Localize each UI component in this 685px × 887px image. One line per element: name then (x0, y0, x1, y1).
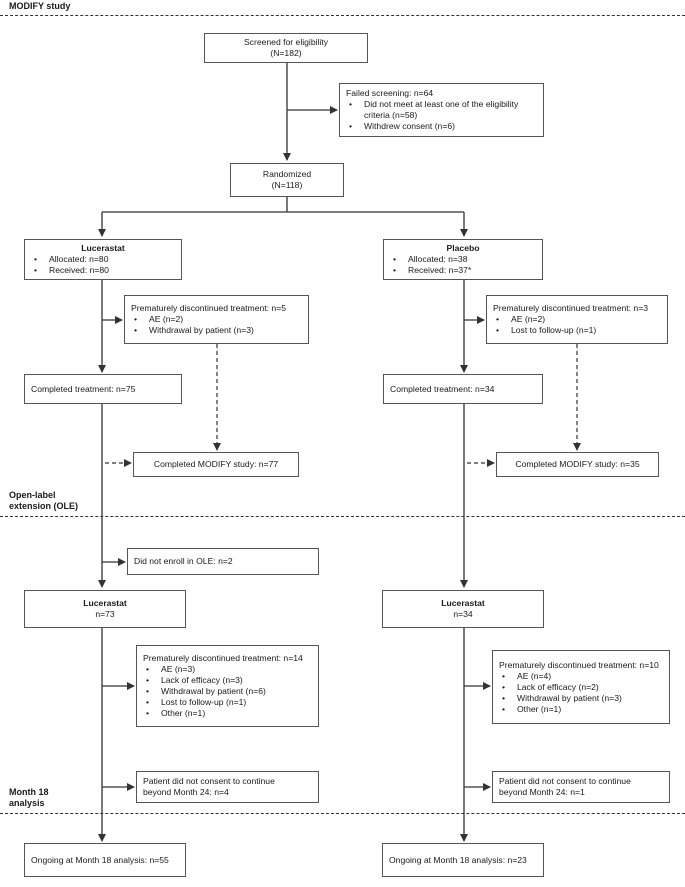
lucerastat-discontinued-list: AE (n=2) Withdrawal by patient (n=3) (131, 314, 302, 336)
lucerastat-discontinued-title: Prematurely discontinued treatment: n=5 (131, 303, 287, 313)
consent-right-line2: beyond Month 24: n=1 (499, 787, 585, 797)
ole-lucerastat-right-n: n=34 (453, 609, 473, 619)
placebo-arm-item: Received: n=37* (390, 265, 536, 276)
ole-discontinued-left-item: AE (n=3) (143, 664, 312, 675)
lucerastat-discontinued-item: Withdrawal by patient (n=3) (131, 325, 302, 336)
placebo-discontinued-list: AE (n=2) Lost to follow-up (n=1) (493, 314, 661, 336)
not-enroll-ole-box: Did not enroll in OLE: n=2 (127, 548, 319, 575)
lucerastat-completed-treatment: Completed treatment: n=75 (31, 383, 136, 394)
screened-line2: (N=182) (270, 48, 302, 58)
lucerastat-completed-treatment-box: Completed treatment: n=75 (24, 374, 182, 404)
placebo-arm-list: Allocated: n=38 Received: n=37* (390, 254, 536, 276)
screened-line1: Screened for eligibility (243, 37, 329, 47)
consent-right-box: Patient did not consent to continue beyo… (492, 771, 670, 803)
ole-discontinued-right-list: AE (n=4) Lack of efficacy (n=2) Withdraw… (499, 671, 663, 715)
consent-left-line1: Patient did not consent to continue (143, 776, 275, 786)
placebo-arm-title: Placebo (446, 243, 480, 253)
ole-discontinued-left-item: Lost to follow-up (n=1) (143, 697, 312, 708)
ole-discontinued-right-box: Prematurely discontinued treatment: n=10… (492, 650, 670, 724)
failed-list: Did not meet at least one of the eligibi… (346, 99, 537, 132)
divider-ole (0, 516, 685, 517)
placebo-discontinued-box: Prematurely discontinued treatment: n=3 … (486, 295, 668, 344)
not-enroll-ole: Did not enroll in OLE: n=2 (134, 556, 233, 566)
placebo-arm-item: Allocated: n=38 (390, 254, 536, 265)
placebo-completed-study: Completed MODIFY study: n=35 (515, 459, 640, 469)
ole-lucerastat-left-n: n=73 (95, 609, 115, 619)
section-label-modify: MODIFY study (9, 1, 71, 11)
ole-discontinued-right-item: Lack of efficacy (n=2) (499, 682, 663, 693)
failed-screening-box: Failed screening: n=64 Did not meet at l… (339, 83, 544, 137)
ole-lucerastat-left-box: Lucerastat n=73 (24, 590, 186, 628)
ongoing-left: Ongoing at Month 18 analysis: n=55 (31, 854, 169, 865)
screened-box: Screened for eligibility (N=182) (204, 33, 368, 63)
section-label-ole: Open-label extension (OLE) (9, 490, 78, 512)
divider-top (0, 15, 685, 16)
placebo-completed-treatment-box: Completed treatment: n=34 (383, 374, 543, 404)
placebo-discontinued-title: Prematurely discontinued treatment: n=3 (493, 303, 649, 313)
section-label-ole-line2: extension (OLE) (9, 501, 79, 511)
section-label-month18: Month 18 analysis (9, 787, 49, 809)
ole-lucerastat-right-box: Lucerastat n=34 (382, 590, 544, 628)
ole-discontinued-left-item: Lack of efficacy (n=3) (143, 675, 312, 686)
ongoing-right-box: Ongoing at Month 18 analysis: n=23 (382, 843, 544, 877)
lucerastat-completed-study-box: Completed MODIFY study: n=77 (133, 452, 299, 477)
ole-lucerastat-right-title: Lucerastat (441, 598, 485, 608)
ole-lucerastat-left-title: Lucerastat (83, 598, 127, 608)
ole-discontinued-right-item: AE (n=4) (499, 671, 663, 682)
lucerastat-arm-list: Allocated: n=80 Received: n=80 (31, 254, 175, 276)
lucerastat-discontinued-item: AE (n=2) (131, 314, 302, 325)
consent-left-line2: beyond Month 24: n=4 (143, 787, 229, 797)
ole-discontinued-left-box: Prematurely discontinued treatment: n=14… (136, 645, 319, 727)
randomized-box: Randomized (N=118) (230, 163, 344, 197)
failed-item: Withdrew consent (n=6) (346, 121, 537, 132)
lucerastat-arm-item: Allocated: n=80 (31, 254, 175, 265)
failed-item: Did not meet at least one of the eligibi… (346, 99, 537, 121)
ongoing-right: Ongoing at Month 18 analysis: n=23 (389, 854, 527, 865)
failed-title: Failed screening: n=64 (346, 88, 434, 98)
lucerastat-arm-item: Received: n=80 (31, 265, 175, 276)
randomized-line1: Randomized (262, 169, 312, 179)
ole-discontinued-left-list: AE (n=3) Lack of efficacy (n=3) Withdraw… (143, 664, 312, 719)
section-label-month18-line2: analysis (9, 798, 45, 808)
ole-discontinued-right-title: Prematurely discontinued treatment: n=10 (499, 659, 659, 670)
placebo-completed-treatment: Completed treatment: n=34 (390, 383, 495, 394)
ole-discontinued-right-item: Withdrawal by patient (n=3) (499, 693, 663, 704)
ole-discontinued-right-item: Other (n=1) (499, 704, 663, 715)
lucerastat-arm-title: Lucerastat (81, 243, 125, 253)
ole-discontinued-left-item: Withdrawal by patient (n=6) (143, 686, 312, 697)
placebo-completed-study-box: Completed MODIFY study: n=35 (496, 452, 659, 477)
lucerastat-arm-box: Lucerastat Allocated: n=80 Received: n=8… (24, 239, 182, 280)
ole-discontinued-left-item: Other (n=1) (143, 708, 312, 719)
placebo-discontinued-item: AE (n=2) (493, 314, 661, 325)
placebo-arm-box: Placebo Allocated: n=38 Received: n=37* (383, 239, 543, 280)
section-label-month18-line1: Month 18 (9, 787, 49, 797)
ole-discontinued-left-title: Prematurely discontinued treatment: n=14 (143, 653, 303, 663)
ongoing-left-box: Ongoing at Month 18 analysis: n=55 (24, 843, 186, 877)
placebo-discontinued-item: Lost to follow-up (n=1) (493, 325, 661, 336)
randomized-line2: (N=118) (271, 180, 303, 190)
section-label-ole-line1: Open-label (9, 490, 56, 500)
lucerastat-discontinued-box: Prematurely discontinued treatment: n=5 … (124, 295, 309, 344)
consent-right-line1: Patient did not consent to continue (499, 776, 631, 786)
consent-left-box: Patient did not consent to continue beyo… (136, 771, 319, 803)
lucerastat-completed-study: Completed MODIFY study: n=77 (153, 459, 279, 469)
divider-month18 (0, 813, 685, 814)
